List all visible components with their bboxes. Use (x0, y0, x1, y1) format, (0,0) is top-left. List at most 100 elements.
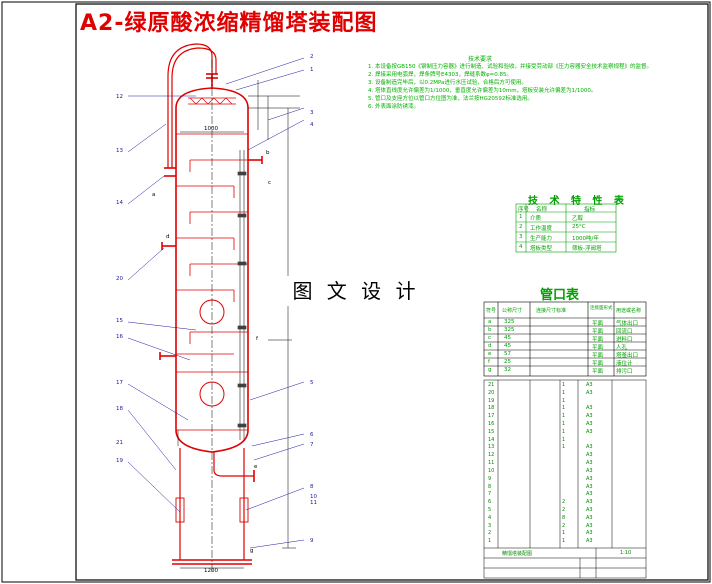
callout-number: 16 (116, 334, 123, 340)
parts-cell: 1 (562, 405, 566, 412)
column (159, 43, 263, 565)
parts-cell: A3 (586, 514, 593, 521)
callout-number: 14 (116, 200, 123, 206)
tech-cell: 1000吨/年 (572, 236, 599, 242)
nozzle-cell: f (488, 359, 490, 365)
requirement-line: 5. 管口及支座方位以管口方位图为准，法兰按HG20592标准选用。 (368, 96, 533, 102)
nozzle-cell: 气体出口 (616, 321, 639, 327)
parts-cell: 10 (488, 467, 495, 474)
parts-cell: A3 (586, 444, 593, 451)
parts-cell: 2 (562, 499, 566, 506)
parts-cell: 1 (562, 444, 566, 451)
tech-cell: 2 (519, 224, 523, 230)
tech-header: 名称 (536, 207, 548, 213)
parts-cell: 4 (488, 514, 492, 521)
drawing-title: A2-绿原酸浓缩精馏塔装配图 (80, 11, 378, 36)
nozzle-cell: 平面 (592, 353, 604, 359)
dim-label-c: c (268, 180, 272, 186)
parts-cell: 21 (488, 382, 495, 388)
callout-number: 11 (310, 500, 317, 506)
requirement-line: 3. 设备制造完毕后，以0.2MPa进行水压试验，合格后方可使用。 (368, 80, 527, 86)
callout-number: 17 (116, 380, 123, 386)
nozzle-cell: c (488, 335, 492, 341)
parts-cell: A3 (586, 491, 593, 498)
callout-number: 2 (310, 54, 314, 60)
parts-cell: 7 (488, 491, 492, 498)
parts-cell: 1 (562, 421, 566, 428)
nozzle-cell: e (488, 351, 492, 357)
parts-list-grid (483, 379, 647, 579)
tech-cell: 4 (519, 244, 523, 250)
dim-label-e: e (254, 464, 258, 470)
parts-cell: A3 (586, 421, 593, 428)
parts-cell: 2 (488, 530, 492, 537)
nozzle-cell: 平面 (592, 369, 604, 375)
dim-width-bottom: 1200 (204, 568, 218, 574)
nozzle-cell: g (488, 367, 492, 373)
dim-width-top: 1000 (204, 126, 218, 132)
inner-border (75, 3, 709, 581)
parts-cell: A3 (586, 475, 593, 482)
tech-cell: 塔板类型 (530, 246, 553, 252)
parts-cell: A3 (586, 506, 593, 513)
callout-number: 20 (116, 276, 123, 282)
callout-number: 4 (310, 122, 314, 128)
level-gauge (237, 150, 247, 440)
nozzle-header: 连接尺寸标准 (536, 308, 567, 314)
callout-number: 7 (310, 442, 314, 448)
nozzle-cell: 25 (504, 359, 511, 365)
requirement-line: 2. 焊接采用电弧焊，焊条牌号E4303，焊缝系数φ=0.85。 (368, 72, 512, 78)
parts-cell: A3 (586, 538, 593, 545)
callout-number: 19 (116, 458, 123, 464)
nozzle-table-title: 管口表 (540, 288, 580, 303)
nozzle-cell: b (488, 327, 492, 333)
parts-cell: A3 (586, 530, 593, 537)
dim-label-g: g (250, 548, 254, 554)
dim-label-f: f (256, 336, 258, 342)
tech-cell: 筛板-浮阀塔 (572, 246, 602, 252)
leader-lines (127, 57, 305, 549)
nozzle-cell: 进料口 (616, 337, 633, 343)
parts-cell: A3 (586, 452, 593, 459)
parts-cell: A3 (586, 389, 593, 396)
tech-cell: 乙醇 (572, 216, 584, 222)
parts-cell: 17 (488, 413, 495, 420)
nozzle-cell: 45 (504, 335, 511, 341)
tech-header: 序号 (518, 207, 530, 213)
tech-cell: 25°C (572, 224, 586, 230)
tech-table-title: 技 术 特 性 表 (528, 196, 628, 207)
parts-cell: 12 (488, 452, 495, 459)
tech-cell: 工作温度 (530, 226, 553, 232)
parts-cell: A3 (586, 467, 593, 474)
parts-cell: A3 (586, 460, 593, 467)
requirement-line: 4. 塔体直线度允许偏差为1/1000，垂直度允许偏差为10mm，塔板安装允许偏… (368, 88, 597, 94)
nozzle-cell: 人孔 (616, 345, 628, 351)
parts-cell: A3 (586, 499, 593, 506)
requirement-line: 6. 外表面涂防锈漆。 (368, 104, 419, 110)
nozzle-header: 用途或名称 (616, 308, 642, 314)
nozzle-cell: 排污口 (616, 369, 633, 375)
tech-header: 指标 (584, 207, 596, 213)
nozzle-cell: 液位计 (616, 361, 633, 367)
callout-number: 6 (310, 432, 314, 438)
parts-cell: A3 (586, 522, 593, 529)
nozzle-header: 连接面形式 (590, 306, 613, 311)
parts-cell: A3 (586, 428, 593, 435)
nozzle-cell: 57 (504, 351, 511, 357)
callout-number: 3 (310, 110, 314, 116)
nozzle-table-grid (483, 301, 647, 377)
callout-number: 8 (310, 484, 314, 490)
callout-number: 5 (310, 380, 314, 386)
nozzle-cell: a (488, 319, 492, 325)
parts-cell: 6 (488, 499, 492, 506)
callout-number: 18 (116, 406, 123, 412)
nozzle-header: 公称尺寸 (502, 308, 523, 314)
parts-cell: A3 (586, 413, 593, 420)
parts-cell: A3 (586, 382, 593, 388)
parts-cell: 14 (488, 436, 495, 443)
dim-label-b: b (266, 150, 270, 156)
parts-footer-label: 精馏塔装配图 (502, 551, 533, 557)
parts-cell: 2 (562, 506, 566, 513)
